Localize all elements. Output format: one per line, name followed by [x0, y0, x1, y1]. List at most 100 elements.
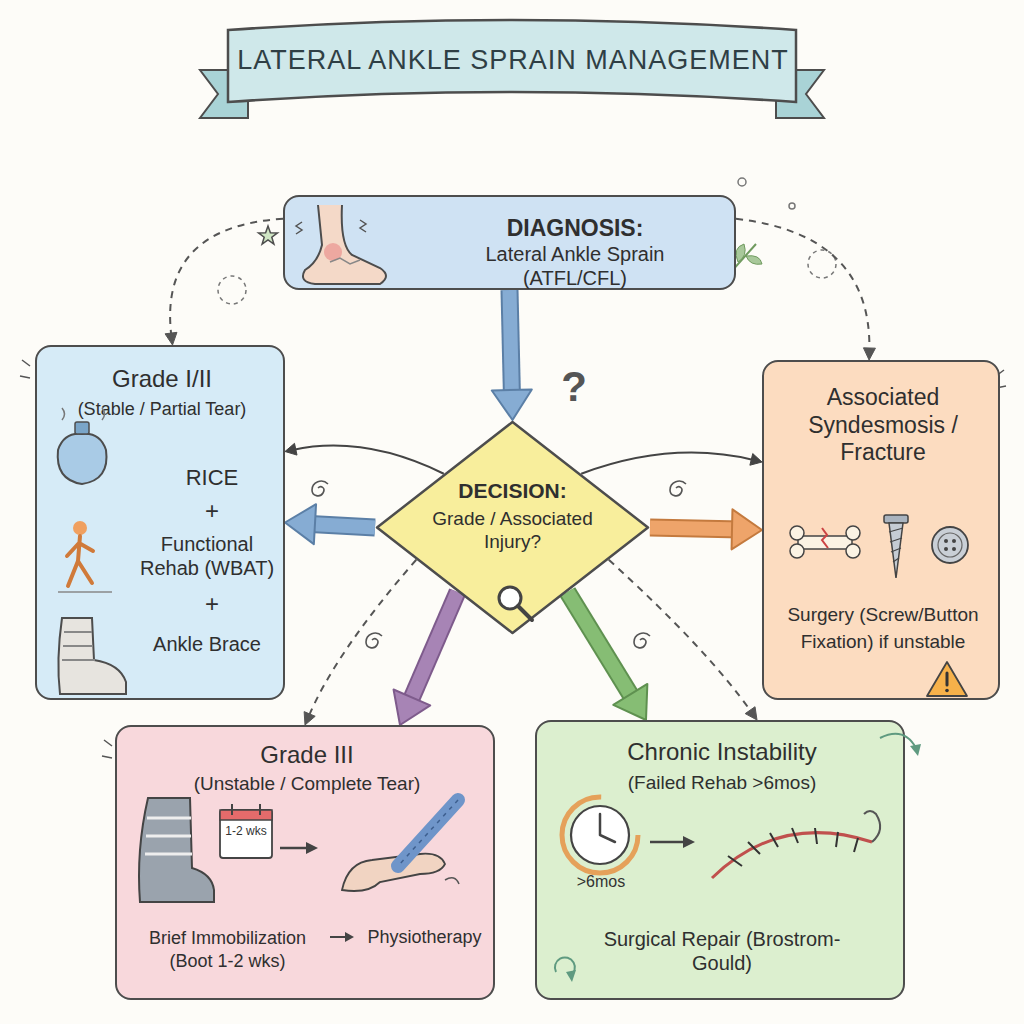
- connector-outline: [510, 290, 513, 399]
- band-stripe: [398, 800, 458, 866]
- connector-arrow: [492, 290, 532, 420]
- ligament-mark: [330, 258, 360, 264]
- dotted-circle: [808, 250, 836, 278]
- node-text: Surgery (Screw/Button Fixation) if unsta…: [778, 602, 988, 655]
- tick-doodle: [102, 740, 112, 758]
- arrow-head: [492, 390, 532, 420]
- ice-pack-icon: [58, 408, 107, 484]
- tick-doodle: [20, 360, 30, 378]
- warning-icon: [927, 662, 967, 696]
- warning-bar: [946, 673, 949, 685]
- ice-bag: [58, 434, 107, 484]
- swirl-doodle: [366, 633, 382, 648]
- person-head: [73, 521, 87, 535]
- fracture-line: [822, 528, 828, 548]
- calendar-icon: [220, 804, 272, 858]
- button-disc: [932, 527, 968, 563]
- button-hole: [944, 539, 948, 543]
- bone-end: [846, 544, 860, 558]
- question-mark: ?: [552, 362, 596, 412]
- calendar-page: [220, 810, 272, 858]
- connector-line: [293, 446, 444, 474]
- arrow-shaft: [330, 936, 346, 938]
- connector-line: [650, 528, 741, 530]
- connector-arrow: [568, 592, 648, 720]
- calendar-label: 1-2 wks: [220, 824, 272, 838]
- band-strap: [398, 800, 458, 866]
- incision-line: [712, 833, 872, 878]
- screw-shaft: [889, 523, 903, 578]
- node-text: Brief Immobilization (Boot 1-2 wks): [125, 927, 330, 974]
- connector-line: [408, 592, 457, 706]
- cold-waves: [62, 408, 105, 420]
- foot-icon: [296, 205, 386, 284]
- node-heading: DECISION:: [420, 478, 605, 503]
- cycle-arrow: [555, 734, 921, 982]
- connector-line: [306, 524, 375, 528]
- node-heading: Grade I/II: [37, 365, 287, 394]
- fracture-bone-icon: [790, 526, 860, 558]
- motion-mark: [445, 878, 459, 884]
- walking-boot-icon: [139, 798, 214, 902]
- screw-head: [884, 515, 908, 523]
- suture-icon: [712, 811, 880, 878]
- person-body: [67, 536, 93, 586]
- clock-icon: [562, 797, 638, 873]
- clock-face: [571, 806, 629, 864]
- cycle-curve: [880, 734, 916, 748]
- node-heading: Chronic Instability: [537, 738, 907, 767]
- button-rim: [938, 533, 962, 557]
- needle: [864, 811, 880, 842]
- banner-band: [228, 20, 796, 102]
- connector-line: [609, 560, 752, 713]
- ankle-brace-icon: [58, 618, 126, 694]
- diamond-outline: [377, 422, 648, 633]
- node-text: +: [147, 497, 277, 526]
- foot-outline: [342, 854, 445, 891]
- bone-end: [790, 526, 804, 540]
- calendar-rings: [232, 804, 260, 815]
- arrow-head: [732, 509, 762, 549]
- bone-end: [790, 544, 804, 558]
- magnifier-handle: [518, 606, 532, 620]
- calendar-bar: [220, 810, 272, 820]
- clock-hands: [600, 814, 615, 842]
- dashed-connector: [304, 560, 416, 725]
- star-doodle: [259, 226, 278, 244]
- ground-line: [58, 591, 112, 593]
- dot-doodle: [789, 203, 795, 209]
- connector-line: [581, 453, 754, 474]
- swirl-doodle: [634, 633, 650, 648]
- boot-outline: [139, 798, 214, 902]
- screw-thread: [889, 528, 903, 562]
- connector-line: [568, 592, 636, 702]
- title-banner: [200, 20, 824, 118]
- dot-doodle: [738, 178, 746, 186]
- walking-person-icon: [58, 521, 112, 592]
- diagram-title: LATERAL ANKLE SPRAIN MANAGEMENT: [232, 42, 794, 78]
- brace-straps: [62, 632, 95, 660]
- brace-outline: [58, 618, 126, 694]
- arrow-head: [345, 932, 354, 942]
- arrow-head: [613, 684, 647, 720]
- arrow-head: [165, 332, 177, 345]
- arrow-shaft: [650, 841, 684, 844]
- foot-outline: [303, 205, 386, 284]
- node-text: (Unstable / Complete Tear): [117, 773, 497, 796]
- connector-arrow: [581, 453, 762, 474]
- arrow-head: [306, 842, 318, 854]
- node-heading: Associated Syndesmosis / Fracture: [779, 384, 987, 467]
- connector-arrow: [285, 443, 444, 473]
- swirl-doodle: [312, 481, 328, 496]
- connector-arrow: [394, 592, 458, 725]
- pain-marks: [296, 220, 366, 234]
- connector-arrow: [285, 504, 375, 544]
- node-text: (Failed Rehab >6mos): [537, 772, 907, 795]
- dashed-connector: [165, 219, 283, 345]
- warning-dot: [945, 689, 949, 693]
- connector-line: [736, 219, 869, 352]
- dotted-circle: [218, 276, 246, 304]
- leaf: [736, 244, 745, 262]
